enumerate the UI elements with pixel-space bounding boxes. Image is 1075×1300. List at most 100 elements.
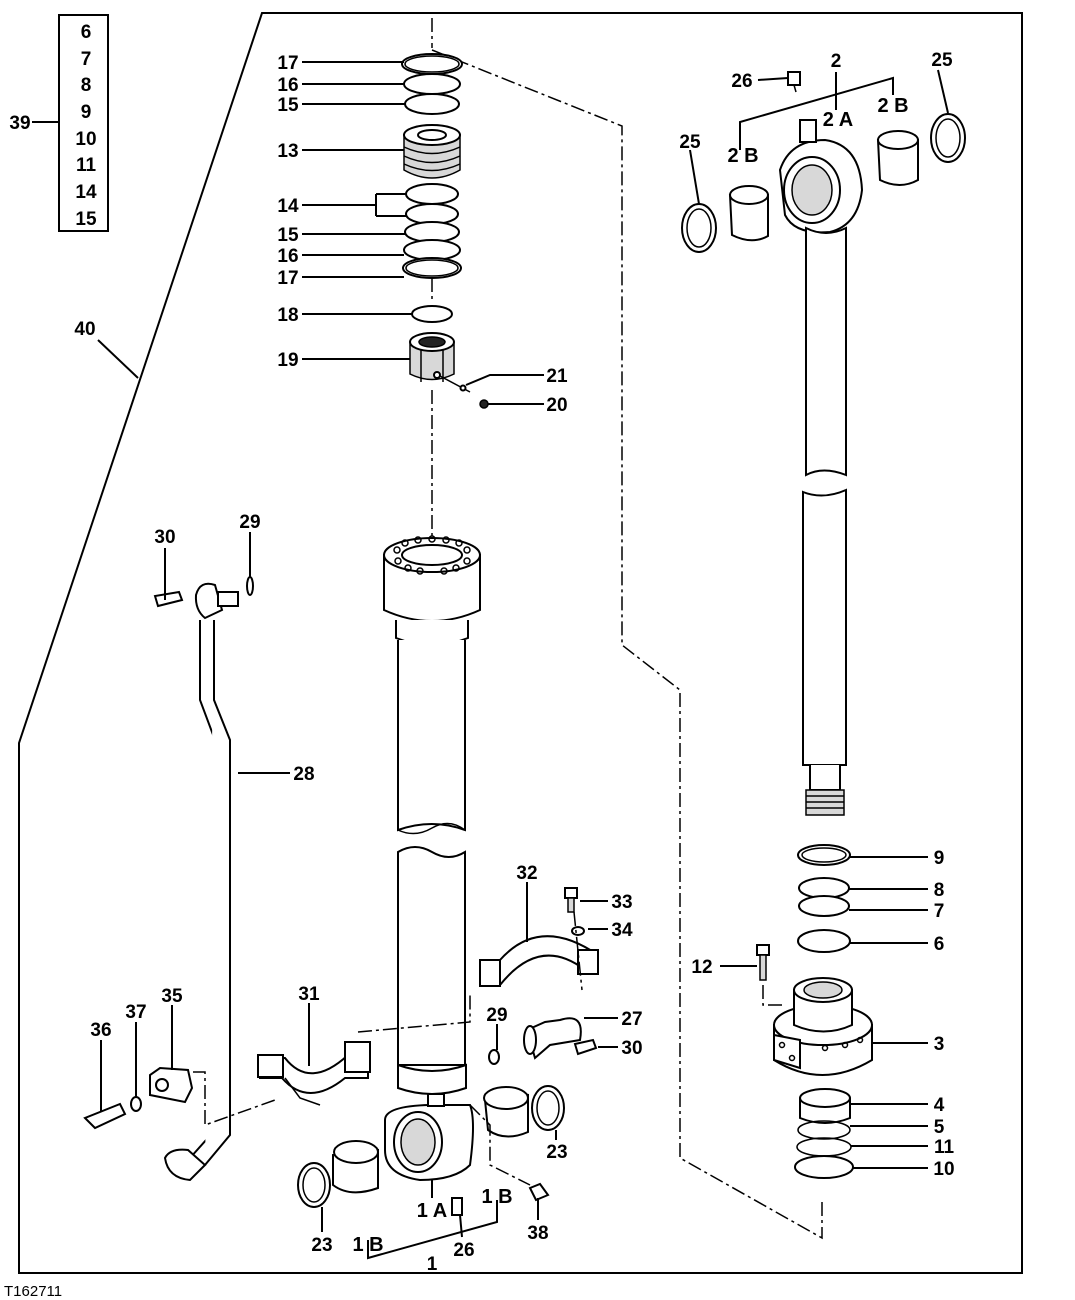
washer-34 — [571, 926, 585, 936]
rod-upper — [805, 226, 847, 477]
piston-rod — [681, 71, 966, 816]
callout-1b: 1 B — [481, 1186, 512, 1208]
callout-29: 29 — [486, 1005, 507, 1026]
grease-fitting-26-top — [787, 71, 801, 86]
kit-item: 6 — [81, 22, 92, 43]
callout-16: 16 — [277, 75, 298, 96]
flange-bolt-holes — [393, 535, 471, 575]
kit-item: 10 — [75, 129, 96, 150]
callout-6: 6 — [934, 934, 945, 955]
kit-number-label: 39 — [9, 113, 30, 134]
callout-14: 14 — [277, 196, 299, 217]
bracket-35 — [83, 1066, 276, 1130]
kit-item: 11 — [76, 155, 97, 176]
ball-21 — [459, 384, 467, 392]
bolt-30-lower — [573, 1038, 598, 1056]
callout-34: 34 — [611, 920, 633, 941]
callout-26: 26 — [731, 71, 752, 92]
callout-2b: 2 B — [877, 95, 908, 117]
callout-21: 21 — [546, 366, 568, 387]
kit-item: 9 — [81, 102, 92, 123]
callout-1a: 1 A — [417, 1200, 447, 1222]
callout-18: 18 — [277, 305, 298, 326]
callout-4: 4 — [934, 1095, 945, 1116]
callout-2b: 2 B — [727, 145, 758, 167]
ring-6 — [797, 929, 851, 953]
callout-9: 9 — [934, 848, 945, 869]
callout-15: 15 — [277, 225, 299, 246]
seal-15-top — [404, 93, 460, 115]
kit-item: 14 — [75, 182, 97, 203]
callout-12: 12 — [691, 957, 712, 978]
kit-item: 7 — [81, 49, 92, 70]
figure-id: T162711 — [4, 1283, 62, 1300]
leader-40 — [97, 339, 139, 379]
callout-29: 29 — [239, 512, 260, 533]
callout-1: 1 — [427, 1254, 438, 1275]
head-seal-stack — [401, 53, 489, 409]
clamp-31 — [257, 995, 471, 1106]
seal-16-top — [403, 73, 461, 95]
callout-35: 35 — [161, 986, 183, 1007]
callout-23: 23 — [311, 1235, 332, 1256]
piston-seal-stack — [756, 844, 873, 1179]
callout-13: 13 — [277, 141, 298, 162]
tube-28 — [153, 576, 254, 1182]
ring-5 — [797, 1120, 851, 1140]
kit-box: 6 7 8 9 10 11 14 15 39 — [9, 14, 109, 232]
kit-item: 15 — [75, 209, 97, 230]
callout-17: 17 — [277, 53, 298, 74]
clamp-32 — [479, 887, 599, 991]
bolt-36 — [83, 1102, 127, 1130]
callout-36: 36 — [90, 1020, 111, 1041]
callout-27: 27 — [621, 1009, 642, 1030]
ring-11 — [796, 1137, 852, 1157]
barrel-tube-upper — [397, 640, 466, 832]
grease-fitting-26-lower — [451, 1197, 463, 1216]
setscrew-20 — [479, 399, 489, 409]
fitting-38 — [528, 1182, 550, 1202]
callout-2a: 2 A — [823, 109, 853, 131]
oring-29-top — [246, 576, 254, 596]
elbow-27 — [488, 1017, 598, 1065]
callout-labels: 17 16 15 13 14 15 16 17 18 19 21 20 26 2… — [90, 50, 954, 1275]
callout-8: 8 — [934, 880, 945, 901]
frame-outline — [18, 12, 1023, 1274]
seal-17-top — [401, 53, 463, 75]
barrel-bushings — [297, 1085, 565, 1216]
callout-11: 11 — [934, 1137, 955, 1158]
callout-28: 28 — [293, 764, 314, 785]
callout-3: 3 — [934, 1034, 945, 1055]
callout-10: 10 — [933, 1159, 954, 1180]
callout-40: 40 — [74, 319, 95, 340]
bushing-2b-right — [876, 139, 919, 186]
rod-lower — [802, 488, 847, 766]
bolt-33 — [564, 887, 578, 899]
callout-31: 31 — [298, 984, 320, 1005]
callout-5: 5 — [934, 1117, 945, 1138]
callout-15: 15 — [277, 95, 299, 116]
leader-lines — [100, 61, 949, 1260]
callout-32: 32 — [516, 863, 537, 884]
kit-dash-outline — [431, 18, 823, 1240]
callout-17: 17 — [277, 268, 298, 289]
callout-38: 38 — [527, 1223, 548, 1244]
bushing-2b-left — [728, 194, 769, 242]
ring-10 — [794, 1155, 854, 1179]
callout-26: 26 — [453, 1240, 474, 1261]
callout-23: 23 — [546, 1142, 567, 1163]
cylinder-barrel — [383, 535, 481, 1182]
callout-7: 7 — [934, 901, 945, 922]
callout-30: 30 — [621, 1038, 642, 1059]
elbow-bottom — [163, 1148, 207, 1182]
oring-18 — [411, 305, 453, 323]
callout-25: 25 — [679, 132, 701, 153]
barrel-tube-lower — [397, 846, 466, 1066]
callout-25: 25 — [931, 50, 953, 71]
callout-30: 30 — [154, 527, 175, 548]
ring-7 — [798, 895, 850, 917]
oring-29 — [488, 1049, 500, 1065]
ring-14-a — [405, 183, 459, 205]
buffer-seal-13 — [403, 134, 461, 179]
